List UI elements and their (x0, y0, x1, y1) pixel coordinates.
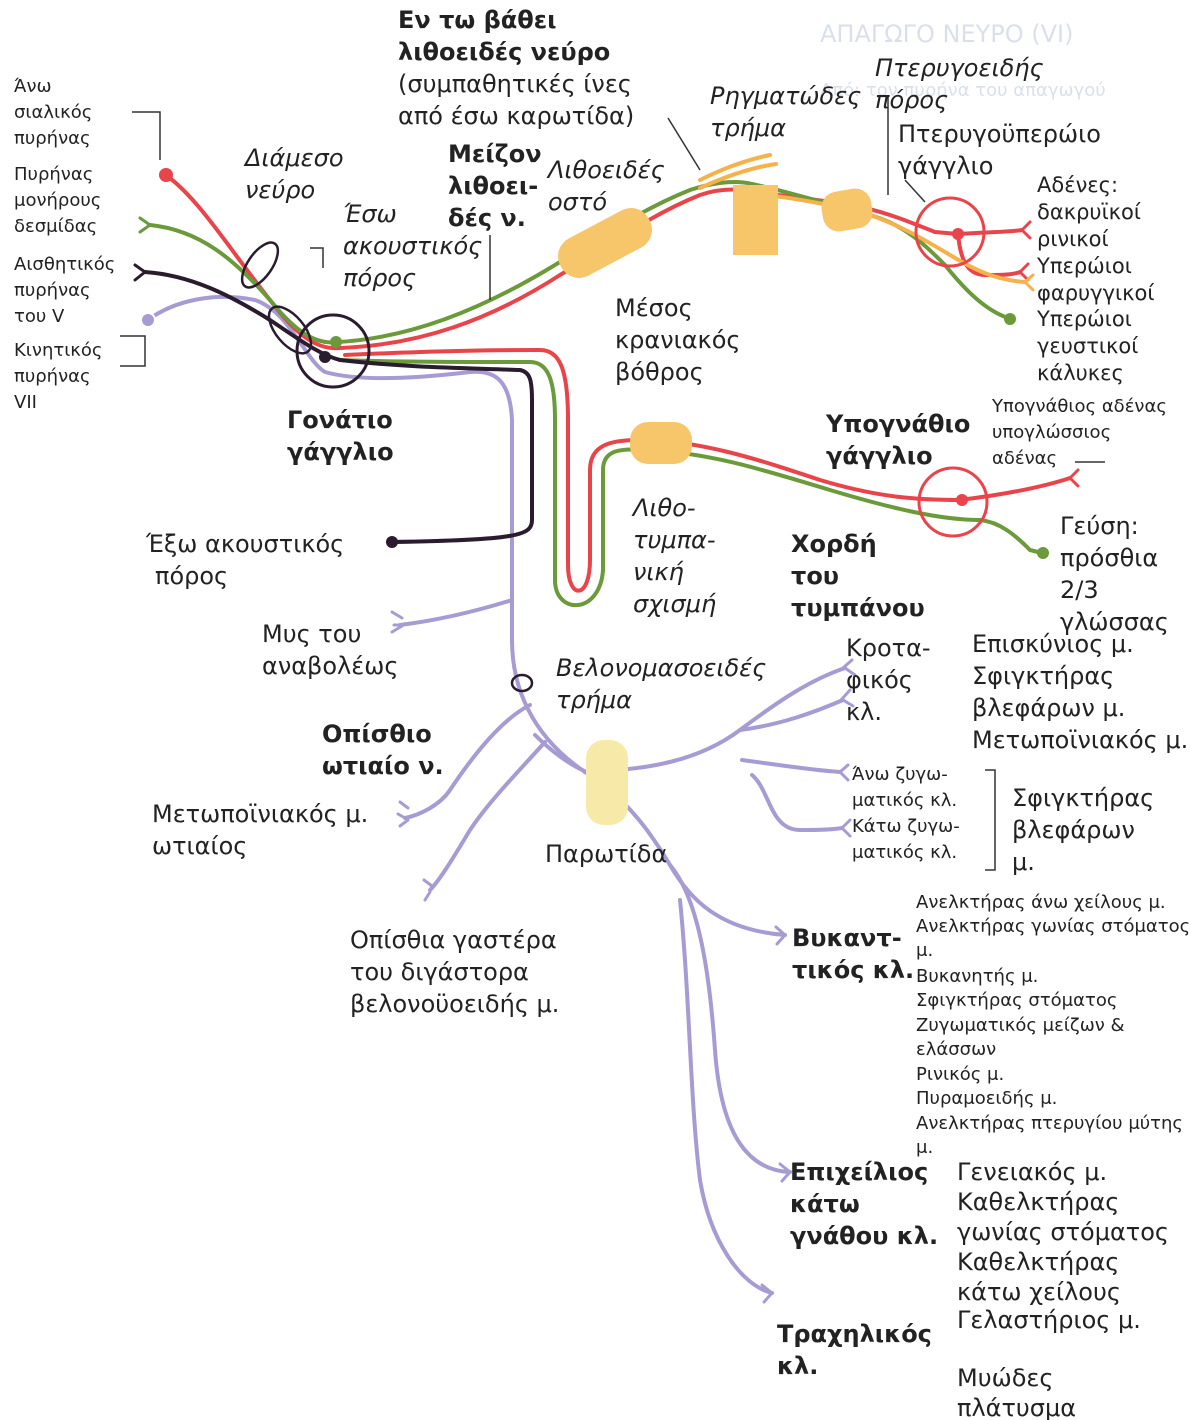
petrous-bone-canal (558, 208, 652, 278)
petrous-canal-shapes (558, 185, 873, 825)
posterior-auricular-label: Οπίσθιο ωτιαίο ν. (322, 720, 444, 780)
motor-vii-nucleus-label: Κινητικός πυρήνας VII (14, 340, 108, 413)
foramen-lacerum-label: Ρηγματώδες τρήμα (710, 82, 869, 142)
green-chorda-path (338, 358, 1044, 607)
mandibular-muscles-label: Γενειακός μ. Καθελκτήρας γωνίας στόματος… (957, 1158, 1177, 1334)
foramen-lacerum-block (733, 185, 778, 255)
temporal-branch-label: Κροτα- φικός κλ. (846, 634, 938, 726)
ghost-heading: ΑΠΑΓΩΓΟ ΝΕΥΡΟ (VI) (820, 20, 1073, 48)
stapedius-branch-path (398, 598, 514, 627)
motor-fibers (146, 294, 847, 1295)
submandibular-ganglion-circle (917, 466, 989, 538)
geniculate-center-dot (319, 351, 331, 363)
red-submandibular-dot (956, 494, 968, 506)
glands-label: Αδένες: δακρυϊκοί ρινικοί Υπερώιοι φαρυγ… (1036, 173, 1154, 305)
ghost-line: Από: τον πυρήνα του απαγωγού (820, 80, 1106, 101)
chorda-tympani-label: Χορδή του τυμπάνου (791, 530, 925, 622)
intermediate-nerve-label: Διάμεσο νεύρο (243, 144, 351, 204)
ganglia (240, 196, 989, 538)
green-tongue-dot (1037, 547, 1049, 559)
stylomastoid-label: Βελονομασοειδές τρήμα (556, 654, 774, 714)
geniculate-ganglion-label: Γονάτιο γάγγλιο (287, 406, 401, 466)
lavender-nucleus-dot (140, 312, 156, 328)
zygomatic-lower-path (750, 773, 844, 832)
sympathetic-fibers (698, 153, 1027, 284)
intermediate-nerve-loop (240, 241, 280, 289)
parotid-label: Παρωτίδα (545, 840, 667, 868)
stapedius-label: Μυς του αναβολέως (262, 620, 398, 680)
red-gland-upper (956, 228, 1024, 236)
external-acoustic-label: Έξω ακουστικός πόρος (145, 530, 352, 590)
superior-salivatory-nucleus-label: Άνω σιαλικός πυρήνας (14, 76, 98, 149)
parotid-gland (586, 740, 628, 825)
cervical-branch-label: Τραχηλικός κλ. (777, 1320, 940, 1380)
red-root-path (164, 173, 762, 351)
red-chorda-path (343, 348, 962, 593)
middle-fossa-label: Μέσος κρανιακός βόθρος (615, 294, 748, 386)
external-acoustic-dot (386, 536, 398, 548)
submandibular-ganglion-label: Υπογνάθιο γάγγλιο (825, 410, 979, 470)
somatic-sensory-fiber (143, 270, 534, 544)
red-pterygopalatine-dot (952, 228, 964, 240)
green-palate-dot (1004, 313, 1016, 325)
submandibular-glands-label: Υπογνάθιος αδένας υπογλώσσιος αδένας (991, 396, 1173, 469)
motor-root-path (146, 294, 587, 774)
stylomastoid-loop (510, 673, 534, 693)
green-geniculate-dot (330, 336, 342, 348)
pterygopalatine-ganglion-circle (914, 196, 986, 268)
red-nucleus-dot (159, 168, 173, 182)
internal-acoustic-label: Έσω ακουστικός πόρος (343, 200, 490, 292)
branch-forks (390, 610, 857, 1304)
temporal-branch-path (738, 698, 845, 732)
zygomatic-upper-path (740, 758, 842, 774)
buccal-branch-label: Βυκαντ- τικός κλ. (792, 924, 914, 984)
platysma-label: Μυώδες πλάτυσμα (957, 1364, 1076, 1420)
gland-forks (133, 216, 1080, 488)
endpoint-dots (140, 168, 1049, 559)
digastric-branch-path (428, 740, 547, 892)
solitary-tract-nucleus-label: Πυρήνας μονήρους δεσμίδας (14, 164, 107, 237)
cervical-branch-path (678, 898, 774, 1295)
deep-petrosal-label: Εν τω βάθει λιθοειδές νεύρο (συμπαθητικέ… (398, 6, 640, 130)
orbicularis-oculi-label: Σφιγκτήρας βλεφάρων μ. (1012, 784, 1162, 876)
pterygopalatine-ganglion-label: Πτερυγοϋπερώιο γάγγλιο (898, 120, 1109, 180)
internal-acoustic-loop (267, 305, 313, 355)
buccal-muscles-label: Ανελκτήρας άνω χείλους μ. Ανελκτήρας γων… (916, 892, 1191, 1158)
marginal-branch-path (668, 863, 792, 1174)
posterior-auricular-path (403, 703, 532, 820)
marginal-mandibular-label: Επιχείλιος κάτω γνάθου κλ. (790, 1158, 938, 1250)
sensory-v-nucleus-label: Αισθητικός πυρήνας του V (14, 254, 121, 327)
green-root-path (148, 180, 754, 345)
petrous-bone-label: Λιθοειδές οστό (546, 156, 672, 216)
taste-tongue-label: Γεύση: πρόσθια 2/3 γλώσσας (1060, 512, 1169, 636)
occipitofrontalis-auricular-label: Μετωποϊνιακός μ. ωτιαίος (152, 800, 376, 860)
zygomatic-branch-label: Άνω ζυγω- ματικός κλ. Κάτω ζυγω- ματικός… (852, 764, 965, 863)
palatine-taste-label: Υπερώιοι γευστικοί κάλυκες (1036, 307, 1145, 385)
pterygoid-canal (821, 188, 873, 232)
digastric-label: Οπίσθια γαστέρα του διγάστορα βελονοϋοει… (350, 926, 564, 1018)
leader-lines (120, 95, 1105, 871)
pterygoid-canal-label: Πτερυγοειδής πόρος (875, 54, 1051, 114)
red-gland-lower (956, 232, 1022, 277)
greater-petrosal-label: Μείζον λιθοει- δές ν. (448, 140, 550, 232)
petrotympanic-canal (630, 422, 692, 464)
petrotympanic-label: Λιθο- τυμπα- νική σχισμή (631, 494, 723, 618)
red-submandibular-out (958, 476, 1072, 502)
temporal-muscles-label: Επισκύνιος μ. Σφιγκτήρας βλεφάρων μ. Μετ… (972, 630, 1188, 754)
